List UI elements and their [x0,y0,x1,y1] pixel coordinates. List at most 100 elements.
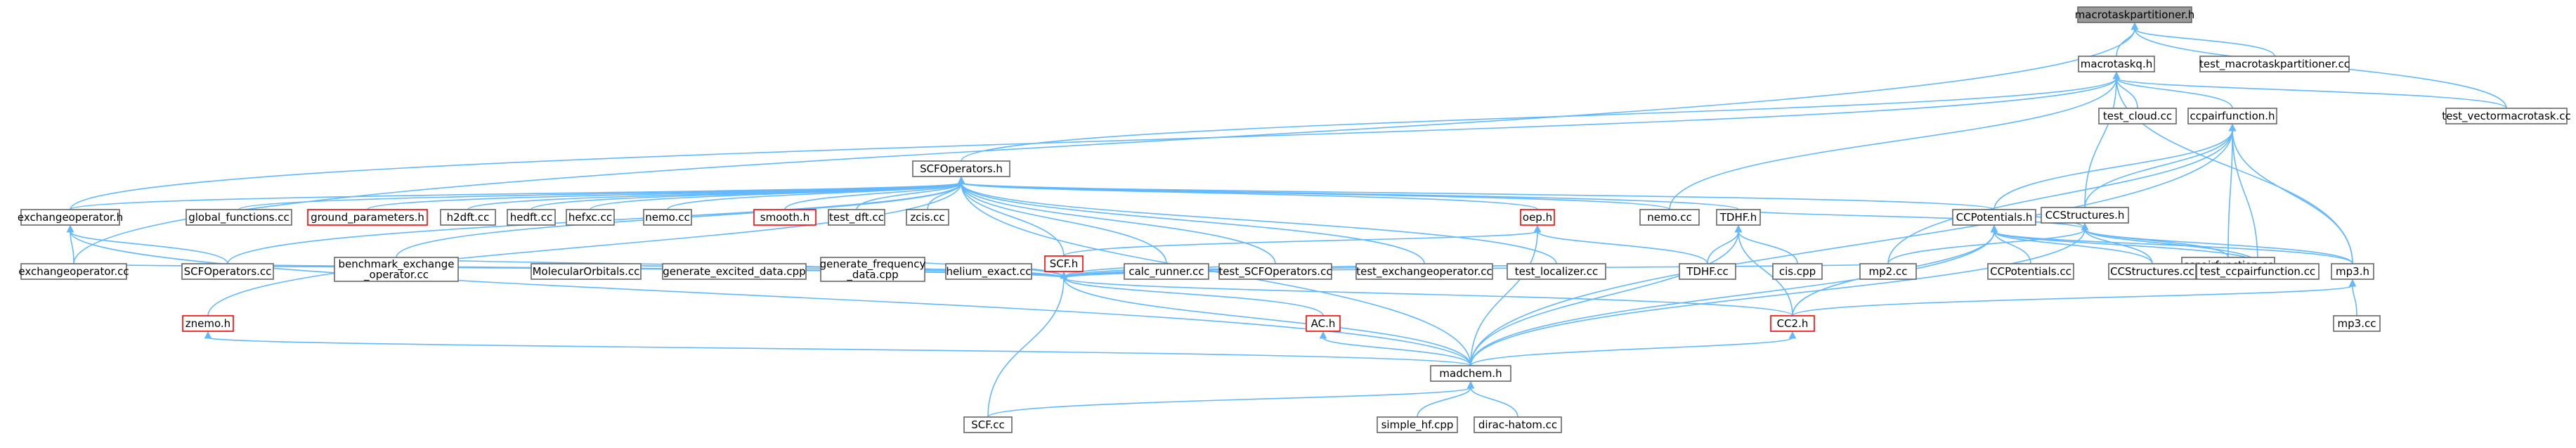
node-ground-parameters[interactable]: ground_parameters.h [307,209,428,226]
node-hefxc[interactable]: hefxc.cc [566,209,615,226]
node-box[interactable] [1770,315,1815,332]
node-box[interactable] [1377,416,1458,433]
node-hedft[interactable]: hedft.cc [507,209,556,226]
node-mp3-cc[interactable]: mp3.cc [2333,315,2381,332]
node-test-exchangeoperator[interactable]: test_exchangeoperator.cc [1355,263,1493,280]
node-box[interactable] [1859,263,1917,280]
node-exchangeoperator-h[interactable]: exchangeoperator.h [18,209,123,226]
node-box[interactable] [2199,56,2350,72]
node-oep-h[interactable]: oep.h [1520,209,1555,226]
node-box[interactable] [1355,263,1493,280]
node-box[interactable] [828,209,885,226]
node-smooth-h[interactable]: smooth.h [753,209,817,226]
node-molecularorbitals[interactable]: MolecularOrbitals.cc [531,263,642,280]
node-box[interactable] [2041,207,2129,224]
node-box[interactable] [20,263,127,280]
node-ac-h[interactable]: AC.h [1306,315,1341,332]
edge-root-to-test_macrotaskpartitioner [2131,22,2275,57]
node-box[interactable] [334,257,459,282]
node-ccstructures-h[interactable]: CCStructures.h [2041,207,2129,224]
node-calc-runner[interactable]: calc_runner.cc [1124,263,1209,280]
edge-madchem_h-to-dirac_hatom [1466,380,1518,418]
node-box[interactable] [1639,209,1700,226]
node-box[interactable] [1124,263,1209,280]
node-box[interactable] [753,209,817,226]
node-box[interactable] [186,209,292,226]
node-helium-exact[interactable]: helium_exact.cc [945,263,1032,280]
node-znemo-h[interactable]: znemo.h [182,315,234,332]
node-mp3-h[interactable]: mp3.h [2331,263,2374,280]
node-box[interactable] [945,263,1032,280]
node-box[interactable] [531,263,642,280]
node-root[interactable]: macrotaskpartitioner.h [2075,6,2195,23]
node-exchangeoperator-cc[interactable]: exchangeoperator.cc [18,263,129,280]
node-box[interactable] [912,160,1010,177]
node-box[interactable] [1507,263,1606,280]
node-test-localizer[interactable]: test_localizer.cc [1507,263,1606,280]
node-dirac-hatom[interactable]: dirac-hatom.cc [1474,416,1562,433]
node-box[interactable] [2333,315,2381,332]
node-box[interactable] [2331,263,2374,280]
node-box[interactable] [440,209,496,226]
node-mp2-cc[interactable]: mp2.cc [1859,263,1917,280]
node-test-cloud[interactable]: test_cloud.cc [2098,108,2177,124]
node-scf-h[interactable]: SCF.h [1044,255,1084,272]
node-scfoperators-cc[interactable]: SCFOperators.cc [181,263,274,280]
node-box[interactable] [1716,209,1761,226]
node-box[interactable] [662,263,807,280]
node-box[interactable] [20,209,120,226]
node-macrotaskq-h[interactable]: macrotaskq.h [2078,56,2155,72]
node-box[interactable] [906,209,949,226]
node-gen-excited[interactable]: generate_excited_data.cpp [662,263,807,280]
node-test-dft[interactable]: test_dft.cc [828,209,885,226]
node-h2dft[interactable]: h2dft.cc [440,209,496,226]
node-box[interactable] [963,416,1013,433]
node-box[interactable] [820,257,925,282]
node-box[interactable] [2108,263,2197,280]
node-ccpairfunction-h[interactable]: ccpairfunction.h [2187,108,2277,124]
node-cc2-h[interactable]: CC2.h [1770,315,1815,332]
node-box[interactable] [182,315,234,332]
node-box[interactable] [1679,263,1736,280]
node-benchmark[interactable]: benchmark_exchange_operator.cc [334,257,459,282]
node-test-scfoperators[interactable]: test_SCFOperators.cc [1218,263,1332,280]
node-test-ccpairfunction[interactable]: test_ccpairfunction.cc [2196,263,2320,280]
node-box[interactable] [2078,56,2155,72]
node-scfoperators-h[interactable]: SCFOperators.h [912,160,1010,177]
node-box[interactable] [2196,263,2320,280]
node-box[interactable] [2187,108,2277,124]
node-box[interactable] [1044,255,1084,272]
node-box[interactable] [1430,365,1511,382]
node-tdhf-cc[interactable]: TDHF.cc [1679,263,1736,280]
node-box[interactable] [566,209,615,226]
node-test-macrotaskpartitioner[interactable]: test_macrotaskpartitioner.cc [2199,56,2350,72]
node-box[interactable] [2098,108,2177,124]
node-test-vectormacrotask[interactable]: test_vectormacrotask.cc [2442,108,2571,124]
node-ccpotentials-cc[interactable]: CCPotentials.cc [1987,263,2074,280]
node-zcis[interactable]: zcis.cc [906,209,949,226]
node-tdhf-h[interactable]: TDHF.h [1716,209,1761,226]
node-box[interactable] [181,263,274,280]
node-box[interactable] [307,209,428,226]
node-simple-hf[interactable]: simple_hf.cpp [1377,416,1458,433]
node-ccpotentials-h[interactable]: CCPotentials.h [1952,209,2036,226]
node-box[interactable] [2445,108,2568,124]
node-box[interactable] [1474,416,1562,433]
node-cis-cpp[interactable]: cis.cpp [1772,263,1823,280]
node-nemo-cc1[interactable]: nemo.cc [643,209,692,226]
node-box[interactable] [2077,6,2192,23]
node-box[interactable] [1987,263,2074,280]
node-box[interactable] [507,209,556,226]
node-box[interactable] [643,209,692,226]
node-box[interactable] [1306,315,1341,332]
node-box[interactable] [1952,209,2036,226]
node-nemo-cc2[interactable]: nemo.cc [1639,209,1700,226]
node-gen-freq[interactable]: generate_frequency_data.cpp [820,257,926,282]
node-box[interactable] [1772,263,1823,280]
node-box[interactable] [1218,263,1332,280]
node-global-functions[interactable]: global_functions.cc [186,209,292,226]
node-ccstructures-cc[interactable]: CCStructures.cc [2108,263,2197,280]
node-scf-cc[interactable]: SCF.cc [963,416,1013,433]
node-madchem-h[interactable]: madchem.h [1430,365,1511,382]
node-box[interactable] [1520,209,1555,226]
